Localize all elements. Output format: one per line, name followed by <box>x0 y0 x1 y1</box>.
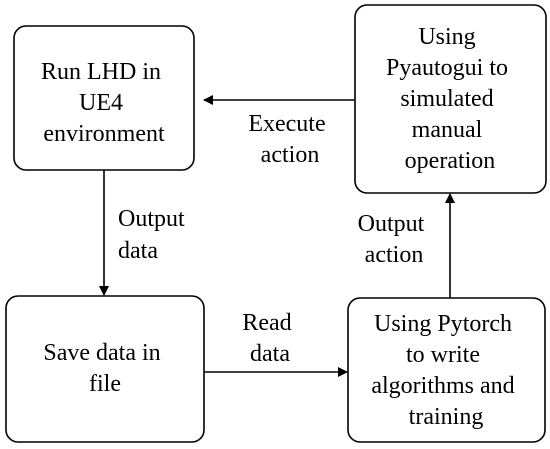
node-pyautogui: Using Pyautogui to simulated manual oper… <box>354 4 547 194</box>
edge-output-action-label: Output action <box>358 211 431 268</box>
node-save-data-line-2: file <box>89 371 121 397</box>
edge-read-data-label: Read data <box>242 310 297 367</box>
edge-output-action-line-2: action <box>365 242 424 268</box>
node-run-lhd-line-1: Run LHD in <box>41 59 161 85</box>
node-pytorch-line-2: to write <box>406 342 480 368</box>
edge-execute-action: Execute action <box>203 95 355 168</box>
node-run-lhd-line-3: environment <box>43 121 165 147</box>
node-pyautogui-line-5: operation <box>405 148 496 174</box>
edge-read-data: Read data <box>204 310 348 377</box>
edge-output-action-line-1: Output <box>358 211 425 237</box>
edge-read-data-line-1: Read <box>242 310 291 336</box>
node-pytorch-line-1: Using Pytorch <box>374 311 512 337</box>
node-save-data-label: Save data in file <box>43 340 166 397</box>
node-run-lhd: Run LHD in UE4 environment <box>13 25 195 171</box>
node-pyautogui-label: Using Pyautogui to simulated manual oper… <box>386 24 514 174</box>
edge-execute-action-line-1: Execute <box>248 111 325 137</box>
node-pyautogui-line-3: simulated <box>400 86 493 112</box>
edge-execute-action-label: Execute action <box>248 111 331 168</box>
node-save-data: Save data in file <box>5 295 205 443</box>
edge-read-data-line-2: data <box>250 341 290 367</box>
edge-output-data-line-2: data <box>118 238 158 264</box>
node-pytorch: Using Pytorch to write algorithms and tr… <box>347 297 546 443</box>
edge-output-data-label: Output data <box>118 206 191 264</box>
edge-output-data-line-1: Output <box>118 206 185 232</box>
node-pyautogui-line-2: Pyautogui to <box>386 55 508 81</box>
node-save-data-line-1: Save data in <box>43 340 160 366</box>
node-pytorch-label: Using Pytorch to write algorithms and tr… <box>371 311 520 430</box>
node-pyautogui-line-4: manual <box>412 117 483 143</box>
node-pyautogui-line-1: Using <box>418 24 475 50</box>
edge-output-data: Output data <box>99 170 191 296</box>
node-pytorch-line-3: algorithms and <box>371 373 514 399</box>
node-run-lhd-line-2: UE4 <box>79 90 123 116</box>
node-pytorch-line-4: training <box>409 404 484 430</box>
node-run-lhd-label: Run LHD in UE4 environment <box>41 59 167 147</box>
edge-execute-action-line-2: action <box>261 142 320 168</box>
edge-output-action: Output action <box>358 193 455 298</box>
